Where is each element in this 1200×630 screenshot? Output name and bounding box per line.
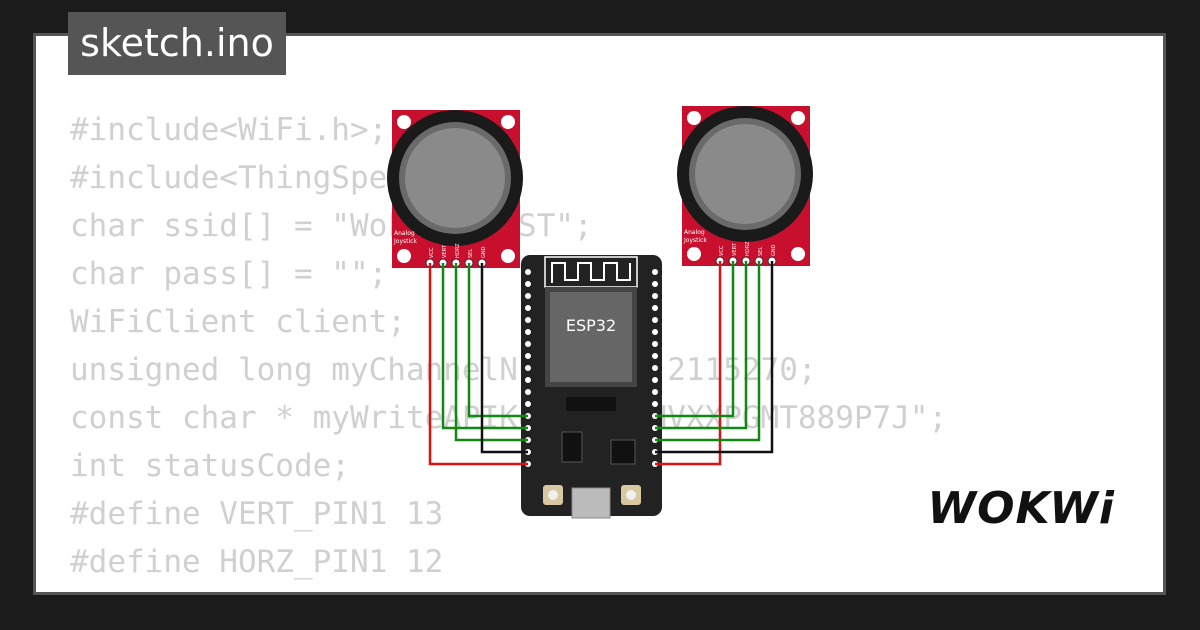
pin-label-gnd: GND bbox=[771, 244, 777, 256]
code-line: WiFiClient client; bbox=[70, 304, 406, 340]
right-header-pins bbox=[652, 269, 658, 467]
boot-button-cap bbox=[626, 490, 636, 500]
usb-port[interactable] bbox=[571, 487, 611, 519]
mount-hole bbox=[687, 247, 701, 261]
antenna-icon bbox=[551, 262, 631, 283]
mount-hole bbox=[791, 111, 805, 125]
esp32-module bbox=[550, 292, 632, 382]
wires-left bbox=[428, 263, 528, 466]
usb-chip bbox=[610, 439, 636, 465]
joystick-left-label-2: Joystick bbox=[393, 238, 417, 245]
wire-left-vert[interactable] bbox=[441, 263, 528, 430]
pin-label-sel: SEL bbox=[468, 249, 474, 258]
wire-right-vcc[interactable] bbox=[655, 261, 722, 466]
wire-right-vert[interactable] bbox=[655, 261, 735, 418]
code-line: char pass[] = ""; bbox=[70, 256, 388, 292]
joystick-right-label-1: Analog bbox=[684, 229, 705, 236]
wires-right bbox=[655, 261, 774, 466]
joystick-right-cap-top bbox=[695, 124, 795, 224]
code-line: const char * myWriteAPIKey = "EHVXXPGMT8… bbox=[70, 400, 948, 436]
pin-label-gnd: GND bbox=[481, 246, 487, 258]
wire-left-horz[interactable] bbox=[454, 263, 528, 442]
code-line: int statusCode; bbox=[70, 448, 350, 484]
pin-label-horz: HORZ bbox=[455, 243, 461, 258]
joystick-left-cap-top bbox=[405, 128, 505, 228]
pin-label-sel: SEL bbox=[758, 247, 764, 256]
pin-label-horz: HORZ bbox=[745, 241, 751, 256]
file-tab[interactable]: sketch.ino bbox=[68, 12, 286, 75]
chip-small bbox=[566, 397, 616, 411]
pin-label-vcc: VCC bbox=[719, 245, 725, 256]
joystick-left-label-1: Analog bbox=[394, 230, 415, 237]
code-line: #include<WiFi.h>; bbox=[70, 112, 388, 148]
wokwi-logo: WOKWi bbox=[927, 483, 1115, 534]
code-line: #define VERT_PIN1 13 bbox=[70, 496, 444, 532]
mount-hole bbox=[397, 115, 411, 129]
mount-hole bbox=[501, 115, 515, 129]
left-header-pins bbox=[525, 269, 531, 467]
joystick-right[interactable]: Analog Joystick VCC VERT HORZ SEL GND bbox=[677, 106, 813, 266]
joystick-right-label-2: Joystick bbox=[683, 237, 707, 244]
wire-right-sel[interactable] bbox=[655, 261, 761, 442]
pin-label-vcc: VCC bbox=[429, 247, 435, 258]
code-line: char ssid[] = "Wokwi-GUEST"; bbox=[70, 208, 593, 244]
en-button-cap bbox=[548, 490, 558, 500]
voltage-regulator bbox=[561, 431, 583, 463]
mount-hole bbox=[397, 249, 411, 263]
pin-label-vert: VERT bbox=[442, 244, 448, 258]
wire-right-gnd[interactable] bbox=[655, 261, 774, 454]
wire-left-gnd[interactable] bbox=[480, 263, 528, 454]
wire-left-sel[interactable] bbox=[467, 263, 528, 418]
code-line: #define HORZ_PIN1 12 bbox=[70, 544, 444, 580]
wire-right-horz[interactable] bbox=[655, 261, 748, 430]
mount-hole bbox=[791, 247, 805, 261]
esp32-label: ESP32 bbox=[566, 316, 616, 335]
pin-label-vert: VERT bbox=[732, 242, 738, 256]
esp32-board[interactable]: ESP32 bbox=[521, 255, 662, 519]
wire-left-vcc[interactable] bbox=[428, 263, 528, 466]
mount-hole bbox=[501, 249, 515, 263]
joystick-left[interactable]: Analog Joystick VCC VERT HORZ SEL GND bbox=[387, 110, 523, 268]
mount-hole bbox=[687, 111, 701, 125]
